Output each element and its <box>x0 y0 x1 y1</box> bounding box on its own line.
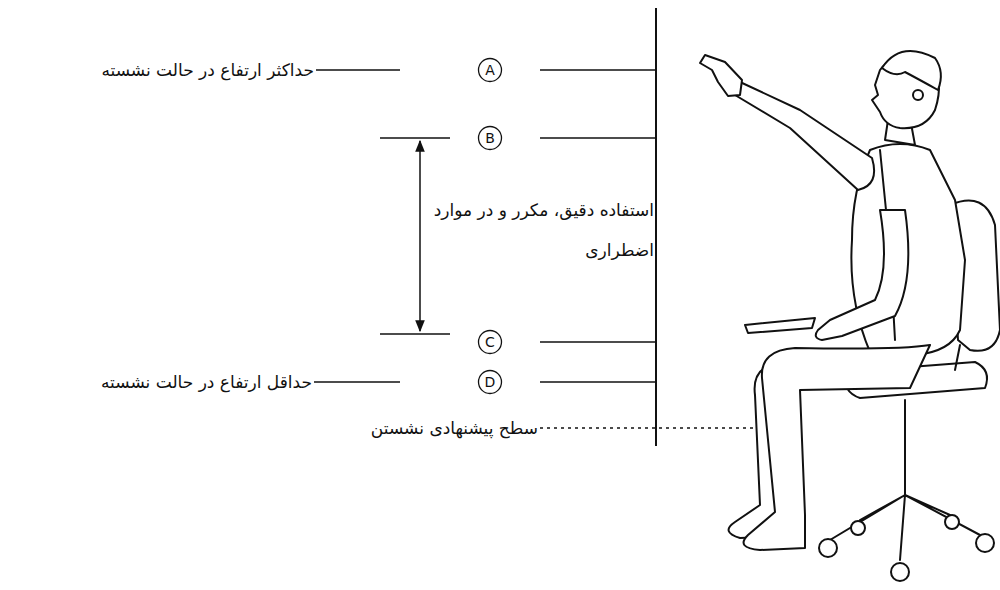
callout-letter: D <box>477 369 503 395</box>
callout-letter: C <box>477 329 503 355</box>
seated-person <box>700 51 1000 581</box>
annotation-label: حداکثر ارتفاع در حالت نشسته <box>101 60 314 80</box>
letter-circle: B <box>477 125 503 151</box>
annotation-label: استفاده دقیق، مکرر و در موارد اضطراری <box>432 190 654 270</box>
letter-circle: C <box>477 329 503 355</box>
letter-circle: D <box>477 369 503 395</box>
leader-lines <box>314 8 790 446</box>
annotation-label: حداقل ارتفاع در حالت نشسته <box>101 372 312 392</box>
annotation-label: سطح پیشنهادی نشستن <box>371 418 538 438</box>
callout-letter: A <box>477 57 503 83</box>
letter-circle: A <box>477 57 503 83</box>
callout-letter: B <box>477 125 503 151</box>
